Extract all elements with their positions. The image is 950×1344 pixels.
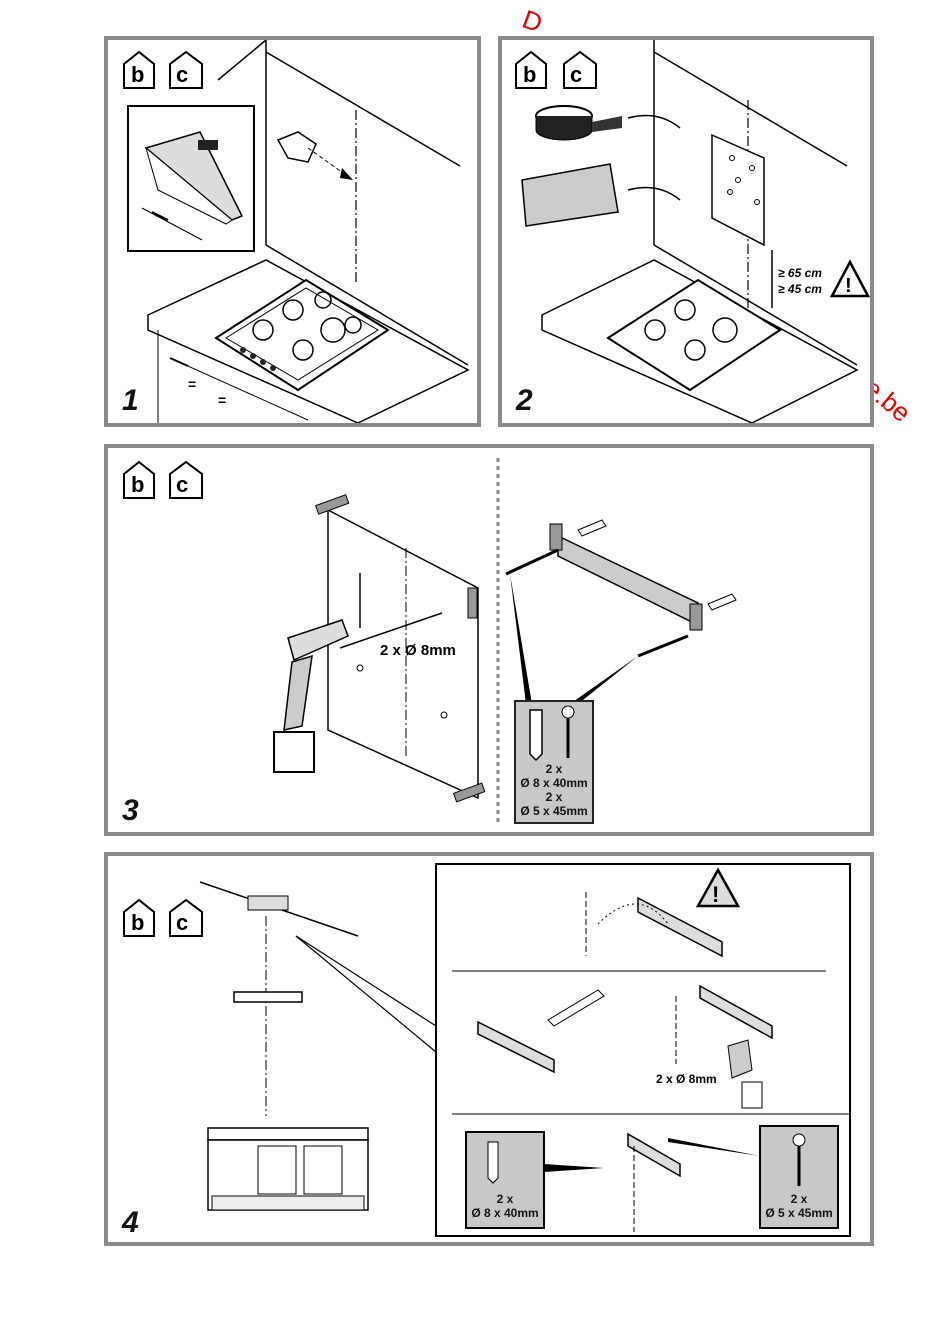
svg-text:b: b: [523, 62, 536, 87]
svg-text:b: b: [131, 910, 144, 935]
step-1-number: 1: [122, 384, 139, 418]
plug-quantity-4: 2 x: [466, 1192, 544, 1206]
min-height-2-label: ≥ 45 cm: [778, 282, 822, 296]
svg-text:!: !: [712, 882, 719, 907]
step-2-illustration: !: [502, 40, 870, 423]
svg-text:c: c: [176, 472, 188, 497]
watermark-top: D: [518, 4, 546, 40]
measure-mark-2: =: [218, 392, 226, 408]
plug-size: Ø 8 x 40mm: [516, 776, 592, 790]
drill-size-label: 2 x Ø 8mm: [380, 642, 456, 659]
svg-text:!: !: [845, 275, 852, 297]
svg-text:c: c: [176, 62, 188, 87]
step-4-panel: ! 4 2 x Ø 8mm 2 x Ø 8 x 40mm 2 x Ø 5 x 4…: [104, 852, 874, 1246]
step-2-number: 2: [516, 384, 533, 418]
step-3-panel: 3 2 x Ø 8mm 2 x Ø 8 x 40mm 2 x Ø 5 x 45m…: [104, 444, 874, 836]
svg-text:b: b: [131, 62, 144, 87]
plug-size-4: Ø 8 x 40mm: [458, 1206, 552, 1220]
min-height-1-label: ≥ 65 cm: [778, 266, 822, 280]
step-2-panel: ! ≥ 65 cm ≥ 45 cm 2: [498, 36, 874, 427]
step-4-illustration: !: [108, 856, 870, 1242]
fixings-box: 2 x Ø 8 x 40mm 2 x Ø 5 x 45mm: [514, 700, 594, 824]
svg-text:b: b: [131, 472, 144, 497]
screw-quantity-4: 2 x: [760, 1192, 838, 1206]
plug-quantity: 2 x: [516, 762, 592, 776]
svg-text:c: c: [570, 62, 582, 87]
measure-mark-1: =: [188, 376, 196, 392]
drill-size-label-4: 2 x Ø 8mm: [656, 1072, 717, 1086]
step-3-number: 3: [122, 794, 139, 828]
step-3-illustration: [108, 448, 870, 832]
step-1-illustration: [108, 40, 477, 423]
step-4-number: 4: [122, 1206, 139, 1240]
screw-quantity: 2 x: [516, 790, 592, 804]
screw-size: Ø 5 x 45mm: [516, 804, 592, 818]
screw-size-4: Ø 5 x 45mm: [752, 1206, 846, 1220]
svg-text:c: c: [176, 910, 188, 935]
step-1-panel: 1 = =: [104, 36, 481, 427]
